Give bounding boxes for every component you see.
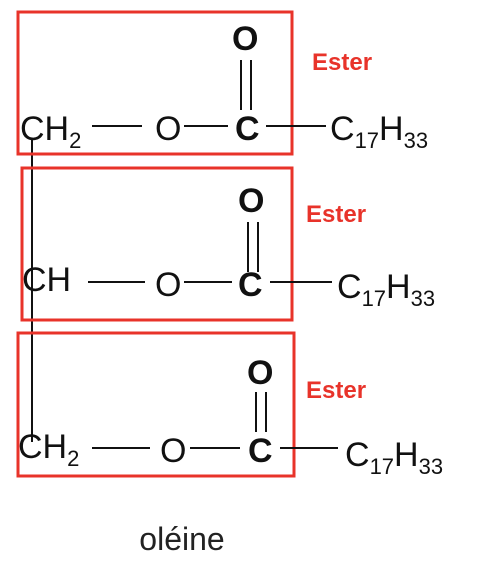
ch-group: CH: [22, 261, 71, 299]
fatty-chain-3: C17H33: [345, 436, 443, 479]
carbonyl-oxygen-2: O: [238, 182, 264, 220]
carbonyl-carbon-3: C: [248, 432, 273, 470]
fatty-chain-2: C17H33: [337, 268, 435, 311]
ester-label-1: Ester: [312, 49, 372, 76]
ester-label-2: Ester: [306, 201, 366, 228]
carbonyl-oxygen-3: O: [247, 354, 273, 392]
carbonyl-oxygen-1: O: [232, 20, 258, 58]
ether-oxygen-2: O: [155, 266, 181, 304]
ester-label-3: Ester: [306, 377, 366, 404]
ester-box-1: [16, 10, 294, 156]
fatty-chain-1: C17H33: [330, 110, 428, 153]
carbonyl-carbon-1: C: [235, 110, 260, 148]
ether-oxygen-1: O: [155, 110, 181, 148]
ether-oxygen-3: O: [160, 432, 186, 470]
carbonyl-carbon-2: C: [238, 266, 263, 304]
ester-box-3: [16, 331, 296, 478]
molecule-name: oléine: [139, 521, 224, 557]
ester-box-2: [20, 166, 294, 322]
ch2-group-3: CH2: [18, 428, 79, 471]
ch2-group-1: CH2: [20, 110, 81, 153]
